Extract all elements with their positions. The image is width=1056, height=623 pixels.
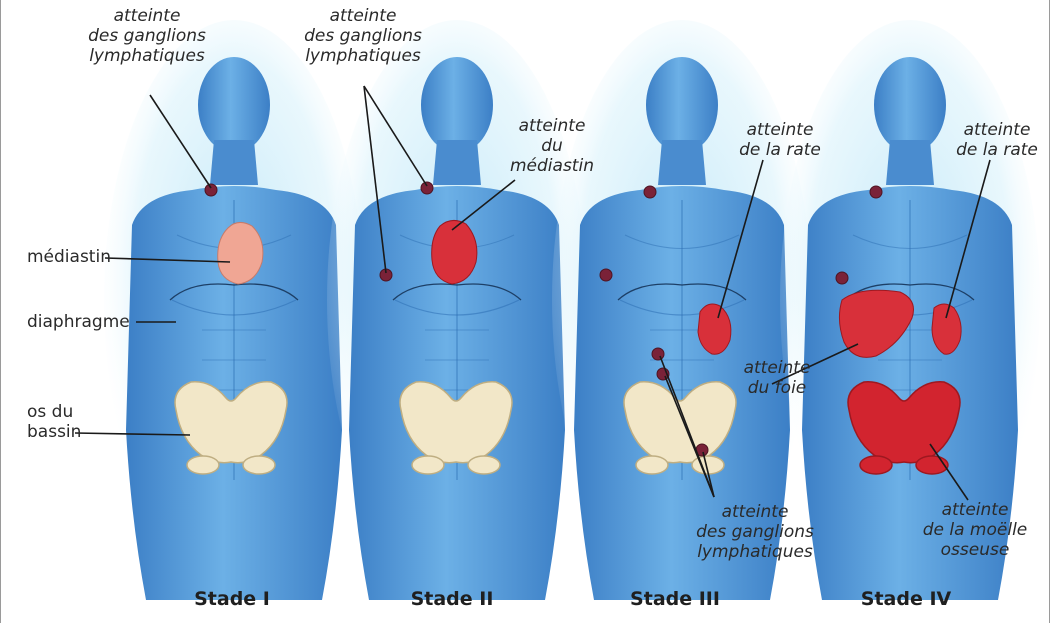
stage-title-1: Stade I	[152, 588, 312, 610]
label-stage3-rate: atteinte de la rate	[720, 120, 840, 160]
stage-title-4: Stade IV	[826, 588, 986, 610]
label-stage2-lymph: atteinte des ganglions lymphatiques	[278, 6, 448, 66]
label-mediastin: médiastin	[27, 247, 111, 267]
label-stage1-lymph: atteinte des ganglions lymphatiques	[62, 6, 232, 66]
label-stage4-foie: atteinte du foie	[722, 358, 832, 398]
label-stage2-mediastin: atteinte du médiastin	[492, 116, 612, 176]
label-diaphragme: diaphragme	[27, 312, 130, 332]
stage-title-2: Stade II	[372, 588, 532, 610]
label-stage4-rate: atteinte de la rate	[937, 120, 1056, 160]
label-stage3-lymph: atteinte des ganglions lymphatiques	[665, 502, 845, 562]
stage-title-3: Stade III	[595, 588, 755, 610]
label-os-bassin: os du bassin	[27, 402, 81, 442]
label-stage4-moelle: atteinte de la moëlle osseuse	[905, 500, 1045, 560]
